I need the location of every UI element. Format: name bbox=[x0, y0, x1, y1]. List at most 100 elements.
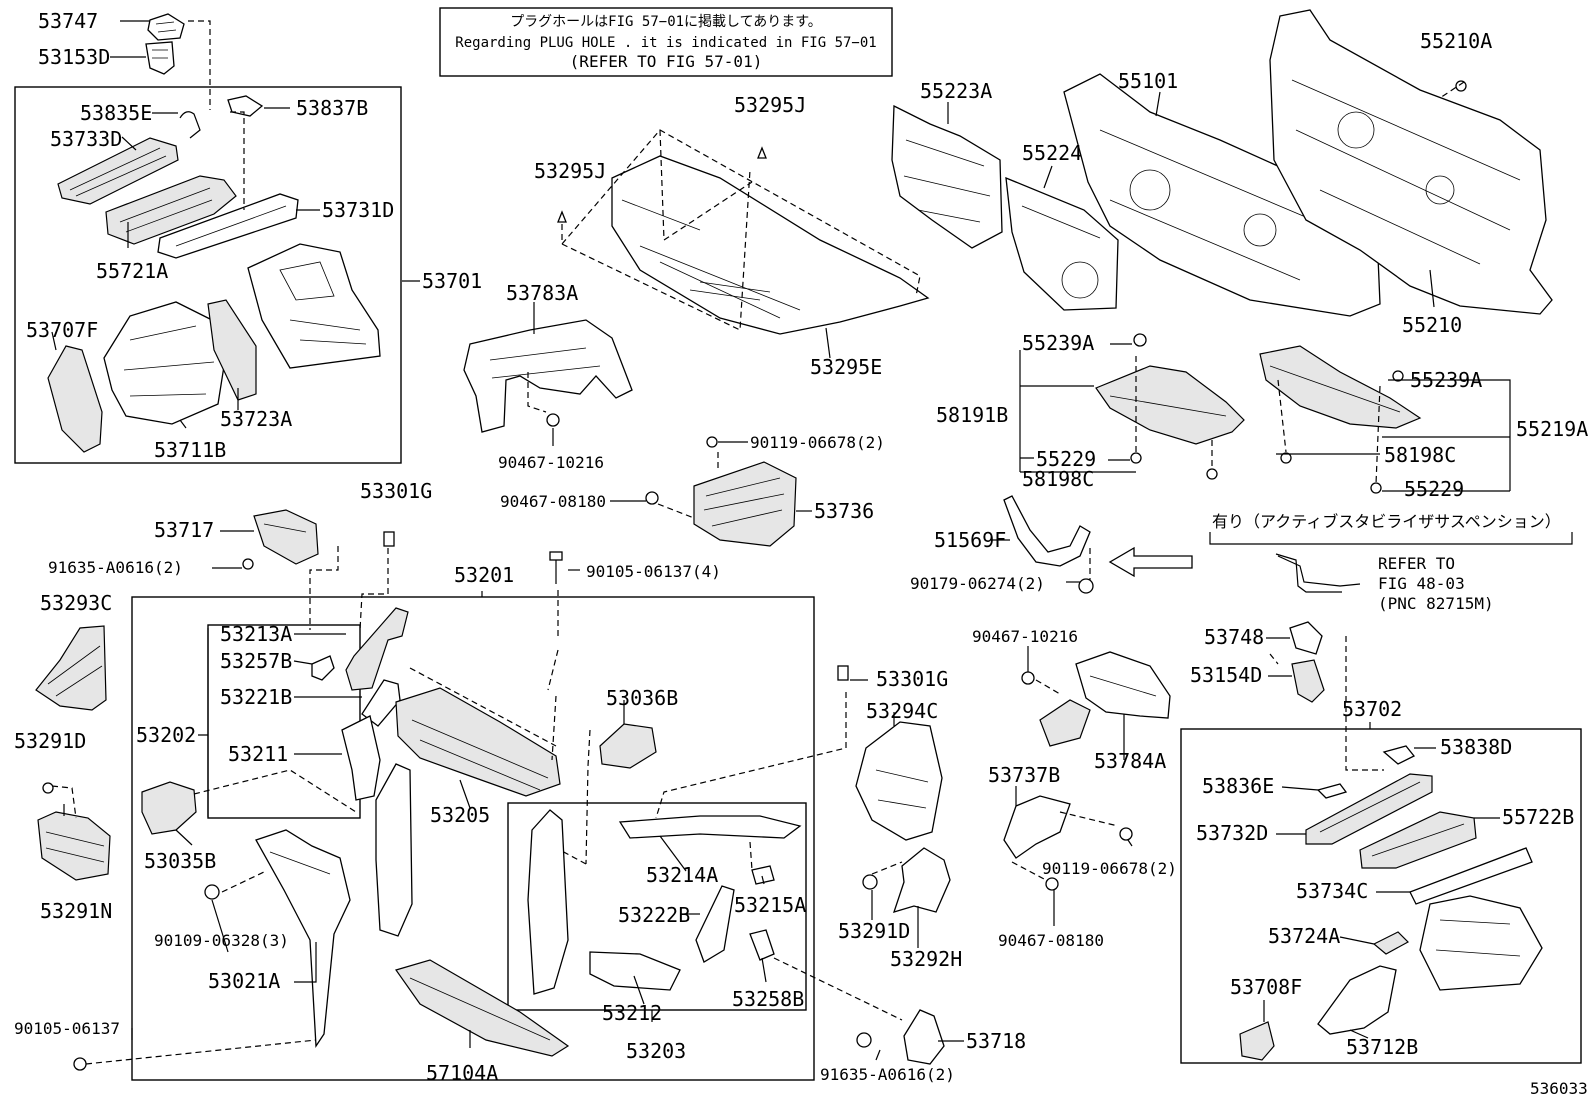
part-53707F-shape bbox=[47, 345, 103, 453]
dashed-lines bbox=[51, 20, 1465, 1065]
note-box: プラグホールはFIG 57−01に掲載してあります。 Regarding PLU… bbox=[439, 7, 893, 77]
part-55210-shape bbox=[1269, 9, 1553, 315]
part-53784A-shape bbox=[1039, 651, 1171, 747]
part-53748-shape bbox=[1289, 621, 1323, 655]
part-53257B-shape bbox=[311, 655, 335, 681]
figure-number: 536033 bbox=[1530, 1079, 1588, 1098]
part-53258B-shape bbox=[749, 929, 775, 961]
label-53707F: 53707F bbox=[26, 318, 98, 342]
note-line-refer: (REFER TO FIG 57-01) bbox=[570, 52, 763, 71]
part-53783A-shape bbox=[463, 319, 633, 433]
part-53154D-shape bbox=[1291, 659, 1325, 703]
part-53213A-shape bbox=[345, 607, 409, 691]
label-90109-06328: 90109-06328(3) bbox=[154, 931, 289, 950]
part-53736-shape bbox=[693, 461, 797, 547]
label-55229-b: 55229 bbox=[1404, 477, 1464, 501]
label-53202: 53202 bbox=[136, 723, 196, 747]
label-53213A: 53213A bbox=[220, 622, 292, 646]
label-91635-A0616-a: 91635-A0616(2) bbox=[48, 558, 183, 577]
label-53733D: 53733D bbox=[50, 127, 122, 151]
group-box-53701 bbox=[14, 86, 402, 464]
label-53035B: 53035B bbox=[144, 849, 216, 873]
label-55210A: 55210A bbox=[1420, 29, 1492, 53]
label-58198C-b: 58198C bbox=[1384, 443, 1456, 467]
part-53203-pillar-shape bbox=[527, 809, 569, 995]
part-53718-shape bbox=[903, 1009, 945, 1065]
label-51569F: 51569F bbox=[934, 528, 1006, 552]
label-53701: 53701 bbox=[422, 269, 482, 293]
part-53837B-shape bbox=[227, 95, 264, 117]
label-57104A: 57104A bbox=[426, 1061, 498, 1085]
label-53212: 53212 bbox=[602, 1001, 662, 1025]
active-suspension-header: 有り（アクティブスタビライザサスペンション） bbox=[1212, 512, 1561, 531]
label-53301G-b: 53301G bbox=[876, 667, 948, 691]
part-53301G-b-clip bbox=[837, 665, 849, 681]
part-pillar-shape bbox=[375, 763, 413, 937]
label-53702: 53702 bbox=[1342, 697, 1402, 721]
part-53724A-shape bbox=[1372, 931, 1409, 955]
label-53718: 53718 bbox=[966, 1029, 1026, 1053]
label-58198C-a: 58198C bbox=[1022, 467, 1094, 491]
label-53712B: 53712B bbox=[1346, 1035, 1418, 1059]
label-53711B: 53711B bbox=[154, 438, 226, 462]
part-53734C-shape bbox=[1409, 847, 1533, 905]
part-53723A-shape bbox=[207, 299, 257, 401]
label-55210: 55210 bbox=[1402, 313, 1462, 337]
label-53021A: 53021A bbox=[208, 969, 280, 993]
label-53153D: 53153D bbox=[38, 45, 110, 69]
part-53737B-shape bbox=[1003, 795, 1071, 859]
label-53295E: 53295E bbox=[810, 355, 882, 379]
label-55722B: 55722B bbox=[1502, 805, 1574, 829]
label-53717: 53717 bbox=[154, 518, 214, 542]
part-53211-shape bbox=[341, 715, 381, 801]
part-55219A-shape bbox=[1259, 345, 1422, 429]
part-53292H-shape bbox=[892, 847, 951, 913]
label-53205: 53205 bbox=[430, 803, 490, 827]
part-55721A-shape bbox=[105, 175, 237, 245]
label-53732D: 53732D bbox=[1196, 821, 1268, 845]
label-53747: 53747 bbox=[38, 9, 98, 33]
label-55239A-a: 55239A bbox=[1022, 331, 1094, 355]
part-53708F-shape bbox=[1239, 1021, 1275, 1061]
group-box-53201 bbox=[131, 596, 815, 1081]
part-53732D-shape bbox=[1305, 773, 1433, 845]
part-53294C-shape bbox=[855, 721, 943, 841]
label-53724A: 53724A bbox=[1268, 924, 1340, 948]
label-90119-06678-b: 90119-06678(2) bbox=[1042, 859, 1177, 878]
part-53212-shape bbox=[589, 951, 681, 991]
label-53784A: 53784A bbox=[1094, 749, 1166, 773]
part-53733D-shape bbox=[57, 137, 179, 205]
group-box-53203 bbox=[507, 802, 807, 1011]
label-90467-08180-a: 90467-08180 bbox=[500, 492, 606, 511]
label-53257B: 53257B bbox=[220, 649, 292, 673]
part-53293C-shape bbox=[35, 625, 107, 711]
part-53295E-shape bbox=[611, 155, 930, 335]
part-53835E-shape bbox=[179, 111, 201, 139]
label-58191B: 58191B bbox=[936, 403, 1008, 427]
label-53215A: 53215A bbox=[734, 893, 806, 917]
label-53708F: 53708F bbox=[1230, 975, 1302, 999]
labels: 53747 53153D 53835E 53837B 53733D 53731D… bbox=[14, 9, 1588, 1098]
label-53291D-b: 53291D bbox=[838, 919, 910, 943]
part-53215A-shape bbox=[751, 865, 775, 885]
label-53201: 53201 bbox=[454, 563, 514, 587]
note-line-jp: プラグホールはFIG 57−01に掲載してあります。 bbox=[510, 14, 822, 30]
label-53783A: 53783A bbox=[506, 281, 578, 305]
part-55101-shape bbox=[1063, 73, 1381, 317]
part-53747-shape bbox=[147, 13, 185, 41]
refer-line-1: REFER TO bbox=[1378, 554, 1455, 573]
part-53153D-shape bbox=[145, 41, 175, 75]
label-53295J-a: 53295J bbox=[734, 93, 806, 117]
part-53036B-shape bbox=[599, 723, 657, 769]
part-active-ref-shape bbox=[1275, 553, 1361, 593]
label-90105-06137-4: 90105-06137(4) bbox=[586, 562, 721, 581]
part-53717-shape bbox=[253, 509, 319, 565]
part-53702-apron-shape bbox=[1419, 895, 1543, 991]
label-53293C: 53293C bbox=[40, 591, 112, 615]
label-53723A: 53723A bbox=[220, 407, 292, 431]
label-90119-06678-a: 90119-06678(2) bbox=[750, 433, 885, 452]
label-55223A: 55223A bbox=[920, 79, 992, 103]
label-53221B: 53221B bbox=[220, 685, 292, 709]
label-53291N: 53291N bbox=[40, 899, 112, 923]
